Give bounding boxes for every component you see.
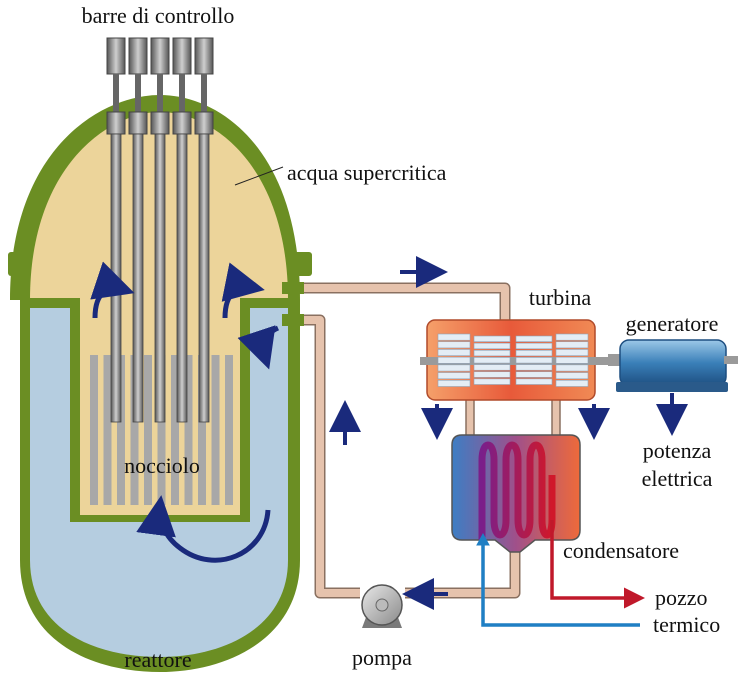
turbine-blade xyxy=(515,342,553,350)
fuel-assembly xyxy=(211,355,220,505)
heat-sink-label-line2: termico xyxy=(653,612,720,637)
turbine-blade xyxy=(515,371,553,378)
heat-sink-lines xyxy=(476,520,645,627)
control-rod-collar xyxy=(194,111,214,135)
electric-power-label-line2: elettrica xyxy=(642,466,713,491)
turbine-blade xyxy=(515,364,553,371)
turbine-blade xyxy=(473,342,511,350)
condenser-coil xyxy=(478,441,556,540)
control-rod xyxy=(132,133,144,423)
control-rod-head xyxy=(106,37,126,75)
fuel-assembly xyxy=(198,355,206,505)
electric-power-label-line1: potenza xyxy=(643,438,712,463)
supercritical-leader-line xyxy=(234,166,284,186)
fuel-assembly xyxy=(157,355,166,505)
fuel-assembly xyxy=(144,355,152,505)
core-fuel-assemblies xyxy=(90,355,233,505)
reactor-label: reattore xyxy=(124,647,191,672)
control-rod xyxy=(198,133,210,423)
turbine-blade xyxy=(515,349,553,357)
control-rod-shaft xyxy=(135,74,141,112)
control-rod-shaft xyxy=(113,74,119,112)
turbine-blade xyxy=(555,364,589,372)
fuel-assembly xyxy=(130,355,139,505)
turbine-blade xyxy=(473,371,511,378)
turbine-blade xyxy=(515,335,553,342)
control-rod-head xyxy=(150,37,170,75)
control-rod-shaft xyxy=(201,74,207,112)
control-rods-label: barre di controllo xyxy=(82,3,235,28)
turbine-blade xyxy=(555,341,589,349)
turbine-blade xyxy=(473,364,511,371)
pump xyxy=(361,584,403,628)
control-rod xyxy=(176,133,188,423)
turbine-blade xyxy=(473,378,511,385)
downflow-arrow xyxy=(237,325,280,370)
control-rod xyxy=(154,133,166,423)
cold-inflow-arrowhead xyxy=(476,532,490,546)
supercritical-water-label: acqua supercritica xyxy=(287,160,447,185)
turbine-blade xyxy=(515,357,553,364)
turbine-blade xyxy=(437,333,471,341)
fuel-assembly xyxy=(225,355,233,505)
turbine-blade xyxy=(473,357,511,364)
upflow-arrow-right xyxy=(221,262,265,319)
hot-outflow-line xyxy=(550,520,645,609)
upflow-arrow-left xyxy=(90,261,135,319)
heat-sink-label-line1: pozzo xyxy=(655,585,708,610)
generator-label: generatore xyxy=(626,311,719,336)
control-rod-collar xyxy=(106,111,126,135)
turbine-blade xyxy=(555,372,589,380)
fuel-assembly xyxy=(90,355,98,505)
recirculation-arrow xyxy=(136,495,271,563)
turbine xyxy=(420,319,610,401)
turbine-blade xyxy=(555,356,589,364)
turbine-blade xyxy=(515,378,553,385)
turbine-label: turbina xyxy=(529,285,592,310)
control-rod-collar xyxy=(172,111,192,135)
condenser-label: condensatore xyxy=(563,538,679,563)
fuel-assembly xyxy=(184,355,193,505)
turbine-blade xyxy=(555,333,589,341)
control-rod-head xyxy=(172,37,192,75)
core-label: nocciolo xyxy=(124,453,200,478)
control-rod-head xyxy=(128,37,148,75)
control-rod-collar xyxy=(128,111,148,135)
turbine-blade xyxy=(473,349,511,357)
turbine-blade xyxy=(437,356,471,364)
turbine-condenser-links xyxy=(465,397,561,437)
cold-inflow-line xyxy=(481,537,640,627)
turbine-blades xyxy=(437,333,589,387)
fuel-assembly xyxy=(171,355,179,505)
control-rod-shaft xyxy=(179,74,185,112)
control-rod xyxy=(110,133,122,423)
fuel-assembly xyxy=(117,355,125,505)
turbine-blade xyxy=(437,372,471,380)
turbine-blade xyxy=(555,379,589,387)
control-rod-collar xyxy=(150,111,170,135)
condenser xyxy=(451,434,581,553)
generator xyxy=(608,339,738,392)
turbine-blade xyxy=(473,335,511,342)
vessel-flow-arrows xyxy=(90,261,280,563)
pump-label: pompa xyxy=(352,645,412,670)
turbine-blade xyxy=(437,364,471,372)
turbine-blade xyxy=(437,341,471,349)
control-rod-shaft xyxy=(157,74,163,112)
turbine-blade xyxy=(555,349,589,356)
control-rod-head xyxy=(194,37,214,75)
turbine-blade xyxy=(437,349,471,356)
turbine-blade xyxy=(437,379,471,387)
fuel-assembly xyxy=(103,355,112,505)
